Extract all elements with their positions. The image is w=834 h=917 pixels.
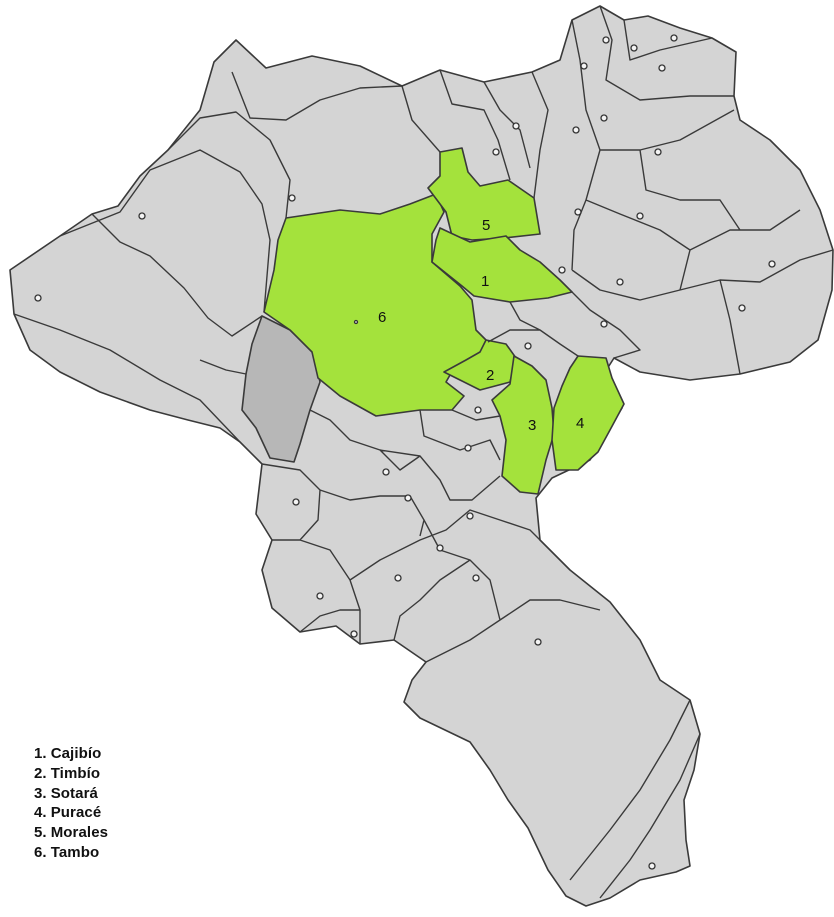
region-sotara [491,355,555,495]
label-region-6: 6 [378,309,386,326]
region-morales [427,147,541,241]
legend-number: 6. [34,843,47,861]
legend-item-morales: 5. Morales [34,823,108,843]
legend-item-purace: 4. Puracé [34,803,108,823]
legend-item-cajibio: 1. Cajibío [34,744,108,764]
legend-name: Cajibío [50,745,102,762]
label-region-5: 5 [482,217,490,234]
legend-name: Tambo [50,843,100,861]
municipal-seats [34,34,776,870]
region-timbio [443,339,517,391]
legend-number: 4. [34,804,47,822]
legend-name: Sotará [50,784,98,802]
label-region-1: 1 [481,273,489,290]
legend-number: 2. [34,764,47,782]
region-cajibio [431,227,573,303]
legend-item-sotara: 3. Sotará [34,784,108,804]
label-region-2: 2 [486,367,494,384]
legend-number: 1. [34,745,47,762]
label-region-3: 3 [528,417,536,434]
region-purace [551,355,625,471]
legend-item-tambo: 6. Tambo [34,843,108,863]
department-outline [9,5,834,907]
legend-name: Timbío [50,764,101,782]
municipal-borders [13,5,834,899]
legend-name: Puracé [50,804,102,822]
label-region-4: 4 [576,415,584,432]
map-legend: 1. Cajibío 2. Timbío 3. Sotará 4. Puracé… [34,744,108,863]
legend-item-timbio: 2. Timbío [34,764,108,784]
legend-number: 3. [34,784,47,802]
legend-number: 5. [34,824,47,842]
legend-name: Morales [50,824,109,842]
